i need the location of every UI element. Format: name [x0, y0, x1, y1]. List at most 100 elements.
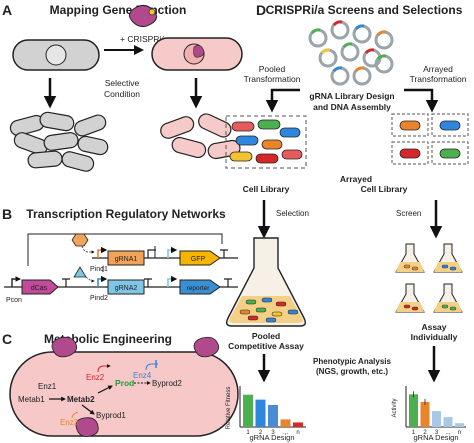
- gene-grna1-label: gRNA1: [115, 256, 138, 263]
- chart1-tick-2: 2: [259, 430, 263, 436]
- panel-c: C Metabolic Engineering Enz1 Metab1 Meta…: [2, 331, 239, 437]
- chart2-bar-3: [432, 411, 441, 427]
- effector-domain-icon: [148, 8, 156, 16]
- chart1-bar-4: [280, 419, 291, 427]
- condition-label-1: Selective: [105, 78, 140, 88]
- arrayed-transformation-label-1: Arrayed: [423, 64, 453, 74]
- inducer-1-arrow: [81, 245, 95, 254]
- chart2-bar-2: [420, 401, 430, 427]
- chart1-tick-5: n: [296, 430, 299, 436]
- pooled-transformation-label-2: Transformation: [244, 74, 301, 84]
- metabolite-byprod1: Byprod1: [96, 411, 126, 420]
- promoter-pind2-label: Pind2: [90, 295, 108, 302]
- arrayed-cell-library: [391, 113, 469, 165]
- panel-b-letter: B: [2, 206, 12, 222]
- chart1-ylabel: Relative Fitness: [226, 387, 232, 430]
- enzyme-enz4: Enz4: [133, 371, 152, 380]
- promoter-pind1-label: Pind1: [90, 266, 108, 273]
- panel-c-title: Metabolic Engineering: [44, 332, 172, 346]
- arrayed-transformation-label-2: Transformation: [410, 74, 467, 84]
- plasmid-library: [308, 20, 394, 86]
- pooled-assay-label-1: Pooled: [252, 331, 280, 341]
- arrow-metab2-prod: [97, 385, 113, 394]
- promoter-pcon-icon: [11, 276, 22, 287]
- gene-dcas: [21, 279, 59, 295]
- inducer-2-icon: [73, 266, 87, 278]
- chart2-ylabel: Activity: [392, 398, 398, 417]
- selection-label: Selection: [276, 209, 309, 218]
- chart1-bar-5: [293, 422, 303, 427]
- bound-protein-icon: [193, 45, 205, 58]
- enz4-repression-line: [145, 363, 158, 371]
- panel-d-letter: D: [256, 2, 266, 18]
- chart1-tick-3: 3: [271, 430, 275, 436]
- chart2-bar-1: [409, 394, 418, 427]
- gene-reporter-label: reporter: [187, 285, 211, 292]
- pink-cell-cluster: [160, 113, 241, 160]
- promoter-pcon-label: Pcon: [6, 297, 22, 304]
- chart2-bar-4: [443, 417, 453, 427]
- library-design-label-1: gRNA Library Design: [309, 91, 394, 101]
- metabolite-prod: Prod: [115, 378, 134, 388]
- promoter-pind2-icon: [97, 275, 108, 287]
- chart2-tick-4: ...: [445, 430, 450, 436]
- gene-gfp: [179, 250, 221, 266]
- cell-nucleus: [45, 44, 67, 66]
- metabolite-metab2: Metab2: [67, 395, 95, 404]
- enz2-activation-arrow: [97, 364, 111, 373]
- terminator-3-icon: [62, 278, 70, 287]
- pooled-assay-label-2: Competitive Assay: [228, 341, 304, 351]
- pooled-transformation-label-1: Pooled: [259, 64, 286, 74]
- panel-c-letter: C: [2, 331, 12, 347]
- promoter-reporter-icon: [167, 275, 178, 287]
- individual-flasks: [395, 243, 463, 313]
- arrayed-arrow: [404, 88, 439, 113]
- screen-label: Screen: [396, 209, 421, 218]
- panel-a-letter: A: [2, 2, 12, 18]
- gray-cell-cluster: [9, 111, 109, 172]
- pooled-arrow: [265, 88, 300, 113]
- gene-dcas-label: dCas: [31, 285, 48, 292]
- enzyme-enz3: Enz3: [60, 418, 79, 427]
- panel-d: D CRISPRi/a Screens and Selections Poole…: [225, 2, 469, 442]
- gene-grna1: [107, 250, 145, 266]
- condition-label-2: Condition: [104, 89, 140, 99]
- gene-grna2-label: gRNA2: [115, 285, 138, 292]
- chart1-tick-4: ...: [283, 430, 288, 436]
- individual-assay-label-1: Assay: [421, 322, 446, 332]
- individual-assay-label-2: Individually: [411, 332, 458, 342]
- phenotypic-analysis-label-1: Phenotypic Analysis: [313, 357, 392, 366]
- pooled-cell-library: [225, 115, 307, 169]
- cell-body: [9, 351, 239, 437]
- chart2-tick-5: n: [458, 430, 461, 436]
- promoter-pind1-icon: [97, 246, 108, 258]
- phenotypic-analysis-label-2: (NGS, growth, etc.): [316, 367, 388, 376]
- arrow-metab2-byprod1: [81, 404, 95, 415]
- crispr-protein-c2-icon: [193, 336, 220, 358]
- chart1-bar-2: [255, 399, 266, 427]
- terminator-4-icon: [144, 278, 152, 287]
- gene-reporter: [179, 279, 221, 295]
- crispr-protein-c3-icon: [75, 417, 99, 437]
- individual-flask-cells: [403, 264, 457, 311]
- library-design-label-2: and DNA Assembly: [313, 102, 391, 112]
- panel-d-title: CRISPRi/a Screens and Selections: [266, 3, 463, 17]
- chart2-tick-1: 1: [412, 430, 416, 436]
- promoter-gfp-icon: [167, 246, 178, 258]
- chart1-bar-1: [243, 394, 253, 427]
- chart2-bar-5: [455, 423, 464, 427]
- panel-a-title: Mapping Gene Function: [50, 3, 187, 17]
- enzyme-enz2: Enz2: [86, 373, 105, 382]
- panel-a: A Mapping Gene Function + CRISPRi/a Sele…: [2, 2, 243, 172]
- chart2-tick-2: 2: [423, 430, 427, 436]
- pooled-cells: [229, 119, 303, 164]
- panel-b-title: Transcription Regulatory Networks: [26, 207, 226, 221]
- gene-grna2: [107, 279, 145, 295]
- terminator-2-icon: [220, 249, 228, 258]
- cell-library-label: Cell Library: [243, 184, 290, 194]
- metabolite-metab1: Metab1: [18, 395, 45, 404]
- crispr-protein-c1-icon: [51, 336, 78, 358]
